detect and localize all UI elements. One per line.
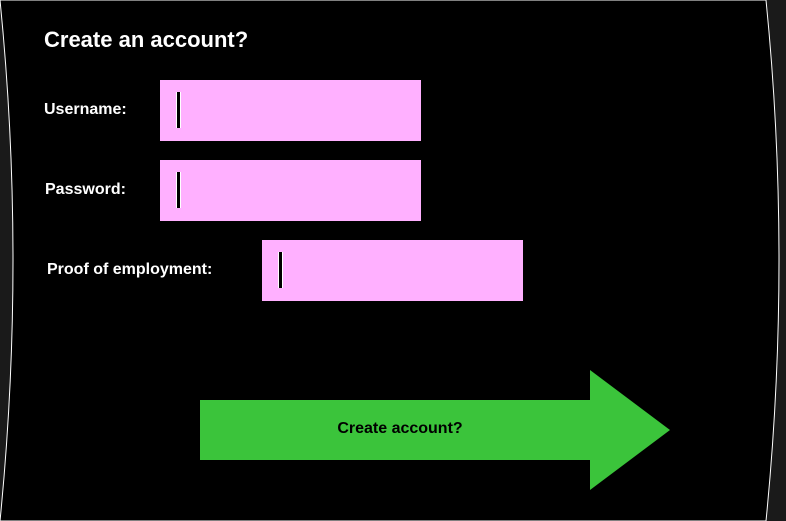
username-label: Username: — [44, 101, 127, 118]
text-cursor — [176, 92, 181, 128]
text-cursor — [176, 172, 181, 208]
page-title: Create an account? — [44, 27, 249, 52]
password-field[interactable] — [160, 160, 421, 221]
create-account-button[interactable]: Create account? — [200, 370, 671, 491]
employment-label: Proof of employment: — [47, 261, 213, 278]
password-label: Password: — [45, 181, 126, 198]
arrow-right-icon — [200, 370, 670, 490]
text-cursor — [278, 252, 283, 288]
employment-proof-field[interactable] — [262, 240, 523, 301]
create-account-button-label: Create account? — [337, 420, 463, 437]
username-field[interactable] — [160, 80, 421, 141]
